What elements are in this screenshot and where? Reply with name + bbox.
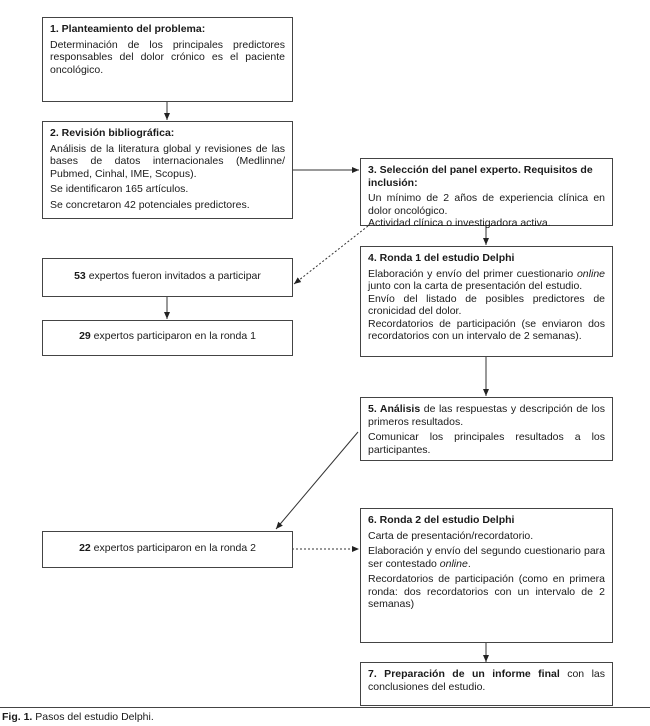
step-2-box: 2. Revisión bibliográfica: Análisis de l… <box>42 121 293 219</box>
caption-divider <box>0 707 650 708</box>
invited-count: 53 <box>74 270 86 282</box>
round2-box: 22 expertos participaron en la ronda 2 <box>42 531 293 568</box>
step-6-title: 6. Ronda 2 del estudio Delphi <box>368 514 515 526</box>
step-1-text: Determinación de los principales predict… <box>50 38 285 76</box>
step-6-q-online: online <box>439 557 468 570</box>
step-6-q-b: . <box>467 557 471 570</box>
step-6-reminders: Recordatorios de participación (como en … <box>368 573 605 610</box>
step-5-title: 5. Análisis <box>368 403 421 415</box>
step-4-list: Envío del listado de posibles predictore… <box>368 292 605 318</box>
step-6-letter: Carta de presentación/recordatorio. <box>368 529 534 542</box>
caption-label: Fig. 1. <box>2 711 33 723</box>
figure-caption: Fig. 1. Pasos del estudio Delphi. <box>2 711 154 724</box>
step-6-q-a: Elaboración y envío del segundo cuestion… <box>368 545 605 570</box>
round1-count: 29 <box>79 330 91 342</box>
step-5-text: 5. Análisis de las respuestas y descripc… <box>368 403 605 428</box>
step-4-title: 4. Ronda 1 del estudio Delphi <box>368 252 515 264</box>
step-5-communicate: Comunicar los principales resultados a l… <box>368 431 605 456</box>
round1-box: 29 expertos participaron en la ronda 1 <box>42 320 293 356</box>
round1-text: expertos participaron en la ronda 1 <box>90 330 256 342</box>
step-7-rest: con las conclusiones del estudio. <box>368 668 605 693</box>
arrow-5-to-round2 <box>275 431 359 530</box>
step-5-box: 5. Análisis de las respuestas y descripc… <box>360 397 613 461</box>
invited-text: expertos fueron invitados a participar <box>85 270 261 282</box>
step-3-req-1: Un mínimo de 2 años de experiencia clíni… <box>368 192 605 217</box>
step-5-rest: de las respuestas y descripción de los p… <box>368 403 605 428</box>
step-2-articles: Se identificaron 165 artículos. <box>50 183 189 195</box>
step-4-q-online: online <box>576 267 605 280</box>
invited-box: 53 expertos fueron invitados a participa… <box>42 258 293 297</box>
step-4-reminders: Recordatorios de participación (se envia… <box>368 317 605 343</box>
step-4-q-b: junto con la carta de presentación del e… <box>368 280 583 292</box>
round2-text: expertos participaron en la ronda 2 <box>90 542 256 554</box>
step-7-title: 7. Preparación de un informe final <box>368 668 560 680</box>
step-4-questionnaire: Elaboración y envío del primer cuestiona… <box>368 268 605 293</box>
step-3-title: 3. Selección del panel experto. Requisit… <box>368 164 593 189</box>
step-6-questionnaire: Elaboración y envío del segundo cuestion… <box>368 545 605 570</box>
caption-text: Pasos del estudio Delphi. <box>32 711 154 723</box>
step-4-q-a: Elaboración y envío del primer cuestiona… <box>368 267 577 280</box>
step-2-text: Análisis de la literatura global y revis… <box>50 142 285 180</box>
round2-count: 22 <box>79 542 91 554</box>
step-7-box: 7. Preparación de un informe final con l… <box>360 662 613 706</box>
step-1-title: 1. Planteamiento del problema: <box>50 23 206 35</box>
step-4-box: 4. Ronda 1 del estudio Delphi Elaboració… <box>360 246 613 357</box>
step-3-req-2: Actividad clínica o investigadora activa… <box>368 217 551 229</box>
arrow-3-to-invited <box>293 225 369 285</box>
step-3-box: 3. Selección del panel experto. Requisit… <box>360 158 613 229</box>
step-1-box: 1. Planteamiento del problema: Determina… <box>42 17 293 102</box>
step-7-text: 7. Preparación de un informe final con l… <box>368 668 605 693</box>
step-6-box: 6. Ronda 2 del estudio Delphi Carta de p… <box>360 508 613 643</box>
step-2-title: 2. Revisión bibliográfica: <box>50 127 175 139</box>
step-2-predictors: Se concretaron 42 potenciales predictore… <box>50 198 250 211</box>
